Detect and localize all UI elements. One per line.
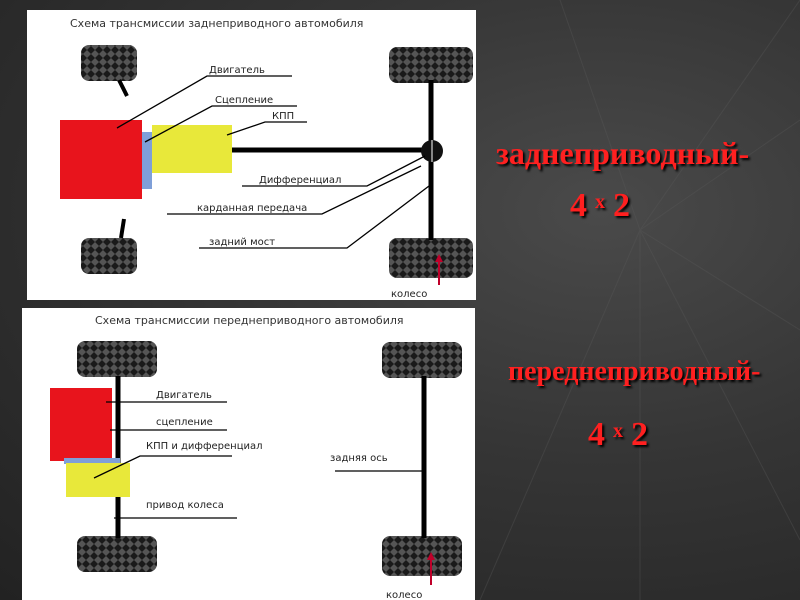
wheel-label: колесо (386, 590, 422, 600)
wheel-drive-label: привод колеса (146, 500, 224, 511)
gearbox-differential-label: КПП и дифференциал (146, 441, 263, 452)
front-diagram-title: Схема трансмиссии переднеприводного авто… (95, 314, 404, 327)
gearbox-label: КПП (272, 111, 294, 122)
rear-axle-label: задняя ось (330, 453, 388, 464)
formula-wheels-total: 4 (588, 416, 605, 453)
rear-drive-type-label: заднеприводный- (496, 135, 750, 171)
clutch-block (64, 458, 120, 464)
rear-drive-diagram: Схема трансмиссии заднеприводного автомо… (27, 10, 476, 300)
formula-wheels-driven: 2 (613, 187, 630, 224)
driveshaft-label: карданная передача (197, 203, 307, 214)
clutch-block (142, 132, 152, 189)
wheel-icon (77, 341, 157, 377)
wheel-label: колесо (391, 289, 427, 300)
engine-block (50, 388, 112, 461)
formula-times-sign: х (595, 191, 605, 213)
rear-axle-label: задний мост (209, 237, 275, 248)
differential-label: Дифференциал (259, 175, 341, 186)
clutch-label: сцепление (156, 417, 213, 428)
wheel-icon (389, 238, 473, 278)
wheel-icon (77, 536, 157, 572)
engine-label: Двигатель (209, 65, 265, 76)
wheel-icon (389, 47, 473, 83)
clutch-label: Сцепление (215, 95, 273, 106)
wheel-icon (81, 45, 137, 81)
formula-wheels-driven: 2 (631, 416, 648, 453)
formula-wheels-total: 4 (570, 187, 587, 224)
gearbox-block (66, 463, 130, 497)
front-drive-type-label: переднеприводный- (508, 356, 761, 387)
formula-times-sign: х (613, 420, 623, 442)
engine-block (60, 120, 142, 199)
front-drive-diagram: Схема трансмиссии переднеприводного авто… (22, 308, 475, 600)
wheel-icon (81, 238, 137, 274)
wheel-icon (382, 536, 462, 576)
wheel-icon (382, 342, 462, 378)
gearbox-block (152, 125, 232, 173)
engine-label: Двигатель (156, 390, 212, 401)
rear-diagram-title: Схема трансмиссии заднеприводного автомо… (70, 17, 363, 30)
